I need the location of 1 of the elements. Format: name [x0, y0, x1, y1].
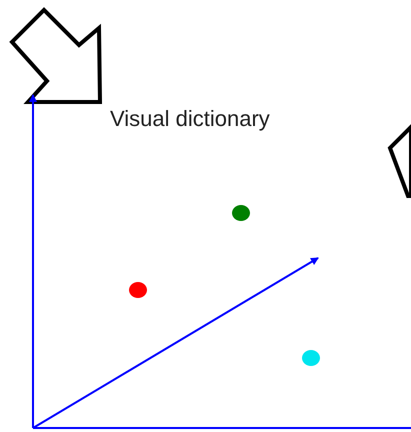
plot-title: Visual dictionary — [110, 106, 270, 132]
